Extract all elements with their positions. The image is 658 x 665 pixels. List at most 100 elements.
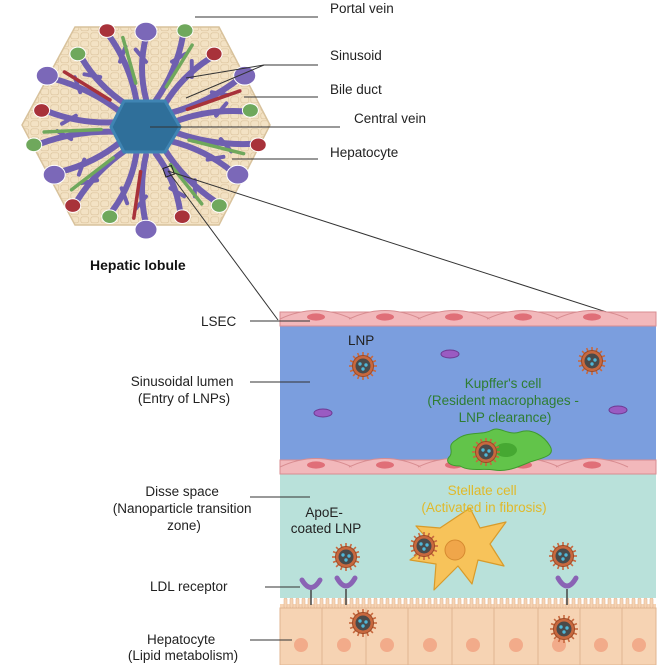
hepatocyte-cell	[621, 607, 657, 665]
label-central-vein: Central vein	[354, 111, 426, 126]
microvillus	[589, 597, 594, 609]
microvillus	[601, 597, 606, 609]
sinusoid-branch	[205, 154, 226, 162]
microvillus	[433, 597, 438, 609]
hepatocyte-nucleus	[632, 638, 646, 652]
kupffer-nucleus	[495, 443, 517, 457]
microvillus	[457, 597, 462, 609]
lnp-core	[355, 615, 371, 631]
lnp-cargo	[565, 626, 569, 630]
lnp-cargo	[341, 553, 345, 557]
microvillus	[385, 597, 390, 609]
sinusoid-branch	[139, 152, 149, 228]
lnp-cargo	[561, 557, 565, 561]
vessel-terminal	[42, 164, 66, 185]
lnp-cargo	[559, 625, 563, 629]
microvillus	[439, 597, 444, 609]
lobule-spokes	[36, 32, 256, 228]
lsec-nucleus	[583, 313, 601, 321]
microvillus	[475, 597, 480, 609]
label-portal-vein: Portal vein	[330, 1, 394, 16]
bile-duct-branch	[187, 138, 246, 156]
microvillus	[403, 597, 408, 609]
lsec-nucleus	[307, 461, 325, 469]
stellate-nucleus	[444, 539, 466, 561]
hepatic-artery-branch	[185, 89, 242, 112]
label-disse-space: Disse space (Nanoparticle transition zon…	[113, 484, 256, 533]
detail-labels: LSEC Sinusoidal lumen (Entry of LNPs) Di…	[113, 314, 579, 663]
lobule-vessel-terminals	[25, 21, 267, 240]
lnp	[549, 542, 577, 570]
lnp-cargo	[484, 453, 488, 457]
lnp-cargo	[344, 558, 348, 562]
microvillus	[523, 597, 528, 609]
bile-duct-branch	[69, 156, 115, 192]
bile-duct-branch	[164, 43, 194, 89]
lnp-cargo	[364, 620, 368, 624]
hepatocyte-cell	[579, 607, 623, 665]
hepatocyte-cell	[279, 607, 323, 665]
hepatocyte-cell	[493, 607, 539, 665]
lsec-nucleus	[514, 313, 532, 321]
microvillus	[397, 597, 402, 609]
hepatocyte-nucleus	[509, 638, 523, 652]
hepatocyte-cells	[279, 607, 657, 665]
label-bile-duct: Bile duct	[330, 82, 382, 97]
sinusoid-branch	[82, 72, 103, 80]
microvillus	[445, 597, 450, 609]
lnp	[332, 543, 360, 571]
vessel-terminal	[241, 103, 259, 118]
microvillus	[577, 597, 582, 609]
vessel-terminal	[35, 65, 59, 86]
sinusoid-branch	[170, 108, 248, 126]
sinusoid-branch	[160, 55, 214, 109]
lnp	[578, 347, 606, 375]
label-stellate-cell: Stellate cell (Activated in fibrosis)	[421, 483, 546, 515]
lnp-cargo	[361, 367, 365, 371]
sinusoid-branch	[60, 113, 78, 126]
hepatocyte-nucleus	[552, 638, 566, 652]
microvillus	[553, 597, 558, 609]
microvillus	[571, 597, 576, 609]
label-hepatocyte-detail: Hepatocyte (Lipid metabolism)	[128, 632, 238, 663]
sinusoid-branch	[49, 75, 125, 116]
microvillus	[373, 597, 378, 609]
microvillus	[535, 597, 540, 609]
sinusoid-branch	[152, 150, 184, 215]
hepatocyte-nucleus	[337, 638, 351, 652]
microvillus	[619, 597, 624, 609]
microvillus	[451, 597, 456, 609]
hepatocyte-cell	[451, 607, 495, 665]
lsec-nucleus	[445, 313, 463, 321]
lsec-nucleus	[376, 313, 394, 321]
vessel-terminal	[134, 21, 158, 42]
microvillus	[547, 597, 552, 609]
sinusoid-branch	[56, 138, 125, 175]
lnp-cargo	[590, 362, 594, 366]
sinusoid-branch	[152, 32, 186, 104]
hepatocyte-cell	[407, 607, 453, 665]
vessel-terminal	[176, 23, 194, 38]
microvillus	[613, 597, 618, 609]
lsec-nucleus	[376, 461, 394, 469]
sinusoid-branch	[214, 101, 229, 118]
microvillus	[541, 597, 546, 609]
lobule-labels: Portal vein Sinusoid Bile duct Central v…	[330, 1, 426, 160]
microvillus	[355, 597, 360, 609]
label-sinusoidal-lumen: Sinusoidal lumen (Entry of LNPs)	[131, 374, 238, 406]
vessel-terminal	[69, 46, 87, 62]
vessel-terminal	[226, 164, 250, 185]
lnp-core	[555, 548, 571, 564]
microvillus	[379, 597, 384, 609]
lnp	[349, 352, 377, 380]
microvillus	[301, 597, 306, 609]
sinusoid-branch	[139, 34, 149, 102]
sinusoid-branch	[119, 186, 130, 206]
hepatic-artery-branch	[132, 169, 143, 220]
vessel-terminal	[25, 137, 43, 153]
lnp-cargo	[425, 543, 429, 547]
lsec-nucleus	[583, 461, 601, 469]
label-lsec: LSEC	[201, 314, 237, 329]
lnp-cargo	[562, 630, 566, 634]
